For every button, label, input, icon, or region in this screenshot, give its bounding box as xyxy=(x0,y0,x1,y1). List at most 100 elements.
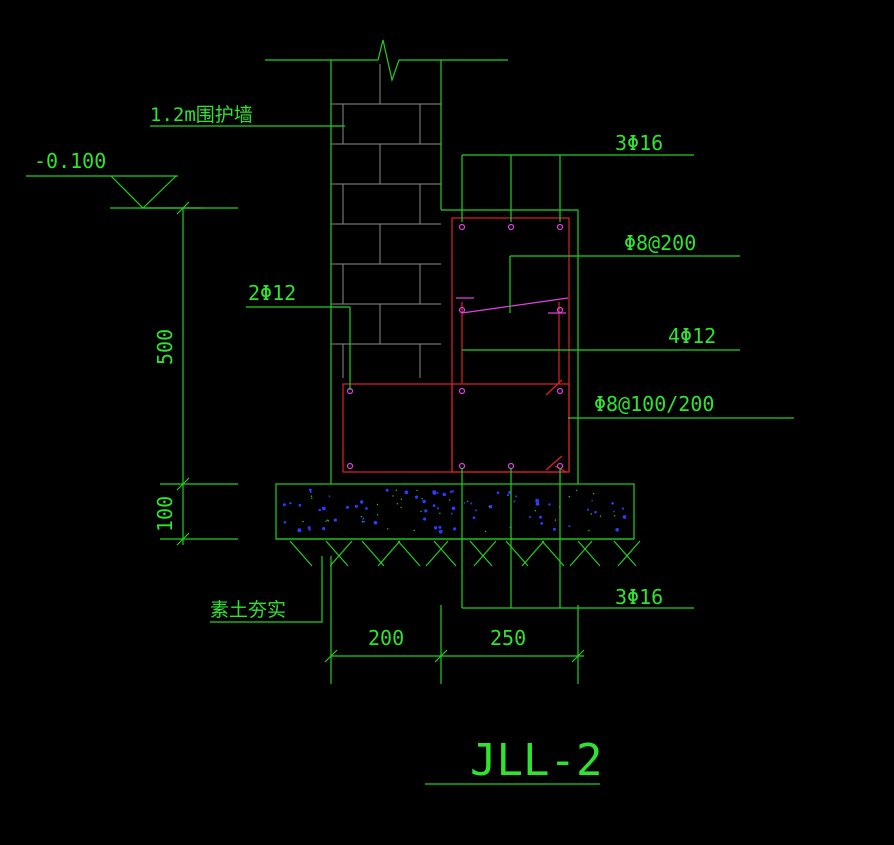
aggregate-dot xyxy=(311,497,313,499)
reinforcement xyxy=(342,217,570,473)
rebar-dot xyxy=(556,223,564,231)
rebar-dot xyxy=(556,387,564,395)
aggregate-dot xyxy=(552,527,556,531)
dim-width-left: 200 xyxy=(368,626,404,650)
aggregate-dot xyxy=(590,513,593,515)
aggregate-dot xyxy=(325,520,327,522)
soil-hatch-line xyxy=(569,540,593,567)
drawing-title: JLL-2 xyxy=(470,735,602,786)
aggregate-dot xyxy=(309,491,312,493)
aggregate-dot xyxy=(451,490,454,493)
aggregate-dot xyxy=(362,520,365,523)
aggregate-dot xyxy=(539,515,543,519)
rebar-dot xyxy=(458,387,466,395)
aggregate-dot xyxy=(308,488,312,492)
aggregate-dot xyxy=(423,517,427,521)
rebar-dot xyxy=(346,462,354,470)
aggregate-dot xyxy=(376,503,379,506)
aggregate-dot xyxy=(508,491,511,494)
rebar-dot xyxy=(507,223,515,231)
aggregate-dot xyxy=(450,512,453,515)
aggregate-dot xyxy=(453,527,457,531)
aggregate-dot xyxy=(400,498,403,500)
aggregate-dot xyxy=(449,499,451,501)
soil-hatch-line xyxy=(617,540,641,567)
aggregate-dot xyxy=(568,496,570,498)
aggregate-dot xyxy=(540,522,544,525)
aggregate-dot xyxy=(310,495,313,497)
aggregate-dot xyxy=(611,502,614,505)
aggregate-dot xyxy=(321,506,326,511)
aggregate-dot xyxy=(535,502,540,506)
aggregate-dot xyxy=(554,519,557,521)
mid-bars-label: 4Φ12 xyxy=(668,324,716,348)
aggregate-dot xyxy=(515,495,518,498)
aggregate-dot xyxy=(586,508,590,511)
soil-leader xyxy=(210,556,323,623)
aggregate-dot xyxy=(360,515,363,518)
vertical-dimension xyxy=(160,201,238,546)
aggregate-dot xyxy=(298,503,302,507)
compacted-soil-hatch xyxy=(289,540,641,567)
tie-bar xyxy=(461,297,569,314)
aggregate-dot xyxy=(422,499,426,504)
rebar-dot xyxy=(458,223,466,231)
aggregate-dot xyxy=(588,530,590,532)
rebar-dot xyxy=(556,306,564,314)
soil-hatch-line xyxy=(469,540,493,567)
rebar-dot xyxy=(507,462,515,470)
aggregate-dot xyxy=(392,495,394,497)
dim-height-upper: 500 xyxy=(153,329,177,365)
aggregate-dot xyxy=(416,489,418,492)
aggregate-dot xyxy=(613,510,615,513)
aggregate-dot xyxy=(467,500,469,502)
aggregate-dot xyxy=(302,520,304,523)
aggregate-dot xyxy=(621,507,625,510)
aggregate-dot xyxy=(451,506,456,511)
aggregate-dot xyxy=(424,509,428,513)
aggregate-dot xyxy=(326,519,329,521)
rebar-dot xyxy=(458,462,466,470)
soil-hatch-line xyxy=(377,540,401,567)
aggregate-dot xyxy=(360,500,364,504)
aggregate-dot xyxy=(591,499,593,502)
aggregate-dot xyxy=(615,528,619,532)
soil-hatch-line xyxy=(613,540,637,567)
brick-wall xyxy=(265,39,579,484)
aggregate-dot xyxy=(488,505,493,509)
aggregate-dot xyxy=(373,520,378,525)
brick-courses xyxy=(331,64,441,378)
aggregate-dot xyxy=(432,504,436,507)
aggregate-dot xyxy=(404,490,409,495)
aggregate-dot xyxy=(420,510,422,513)
concrete-footing xyxy=(275,483,641,567)
soil-hatch-line xyxy=(541,540,565,567)
soil-hatch-line xyxy=(505,540,529,567)
aggregate-dot xyxy=(432,490,437,495)
aggregate-dot xyxy=(297,528,302,533)
aggregate-dot xyxy=(307,526,311,530)
aggregate-dot xyxy=(568,525,571,528)
aggregate-dot xyxy=(322,527,326,531)
aggregate-dot xyxy=(513,500,516,503)
top-bars-label: 3Φ16 xyxy=(615,131,663,155)
rebar-dot xyxy=(458,306,466,314)
aggregate-dot xyxy=(575,489,578,491)
aggregate-dot xyxy=(436,507,440,510)
soil-hatch-line xyxy=(289,540,313,567)
aggregate-dot xyxy=(421,498,423,500)
aggregate-dot xyxy=(396,503,399,505)
aggregate-dot xyxy=(376,514,379,516)
aggregate-dot xyxy=(345,505,349,509)
soil-hatch-line xyxy=(325,540,349,567)
leaders xyxy=(150,125,794,623)
aggregate-dot xyxy=(308,528,311,531)
soil-hatch-line xyxy=(473,540,497,567)
aggregate-dot xyxy=(328,495,331,498)
aggregate-dot xyxy=(413,529,415,532)
aggregate-dot xyxy=(614,515,616,517)
aggregate-dot xyxy=(387,528,389,530)
aggregate-dot xyxy=(282,503,286,507)
aggregate-dot xyxy=(534,510,537,512)
